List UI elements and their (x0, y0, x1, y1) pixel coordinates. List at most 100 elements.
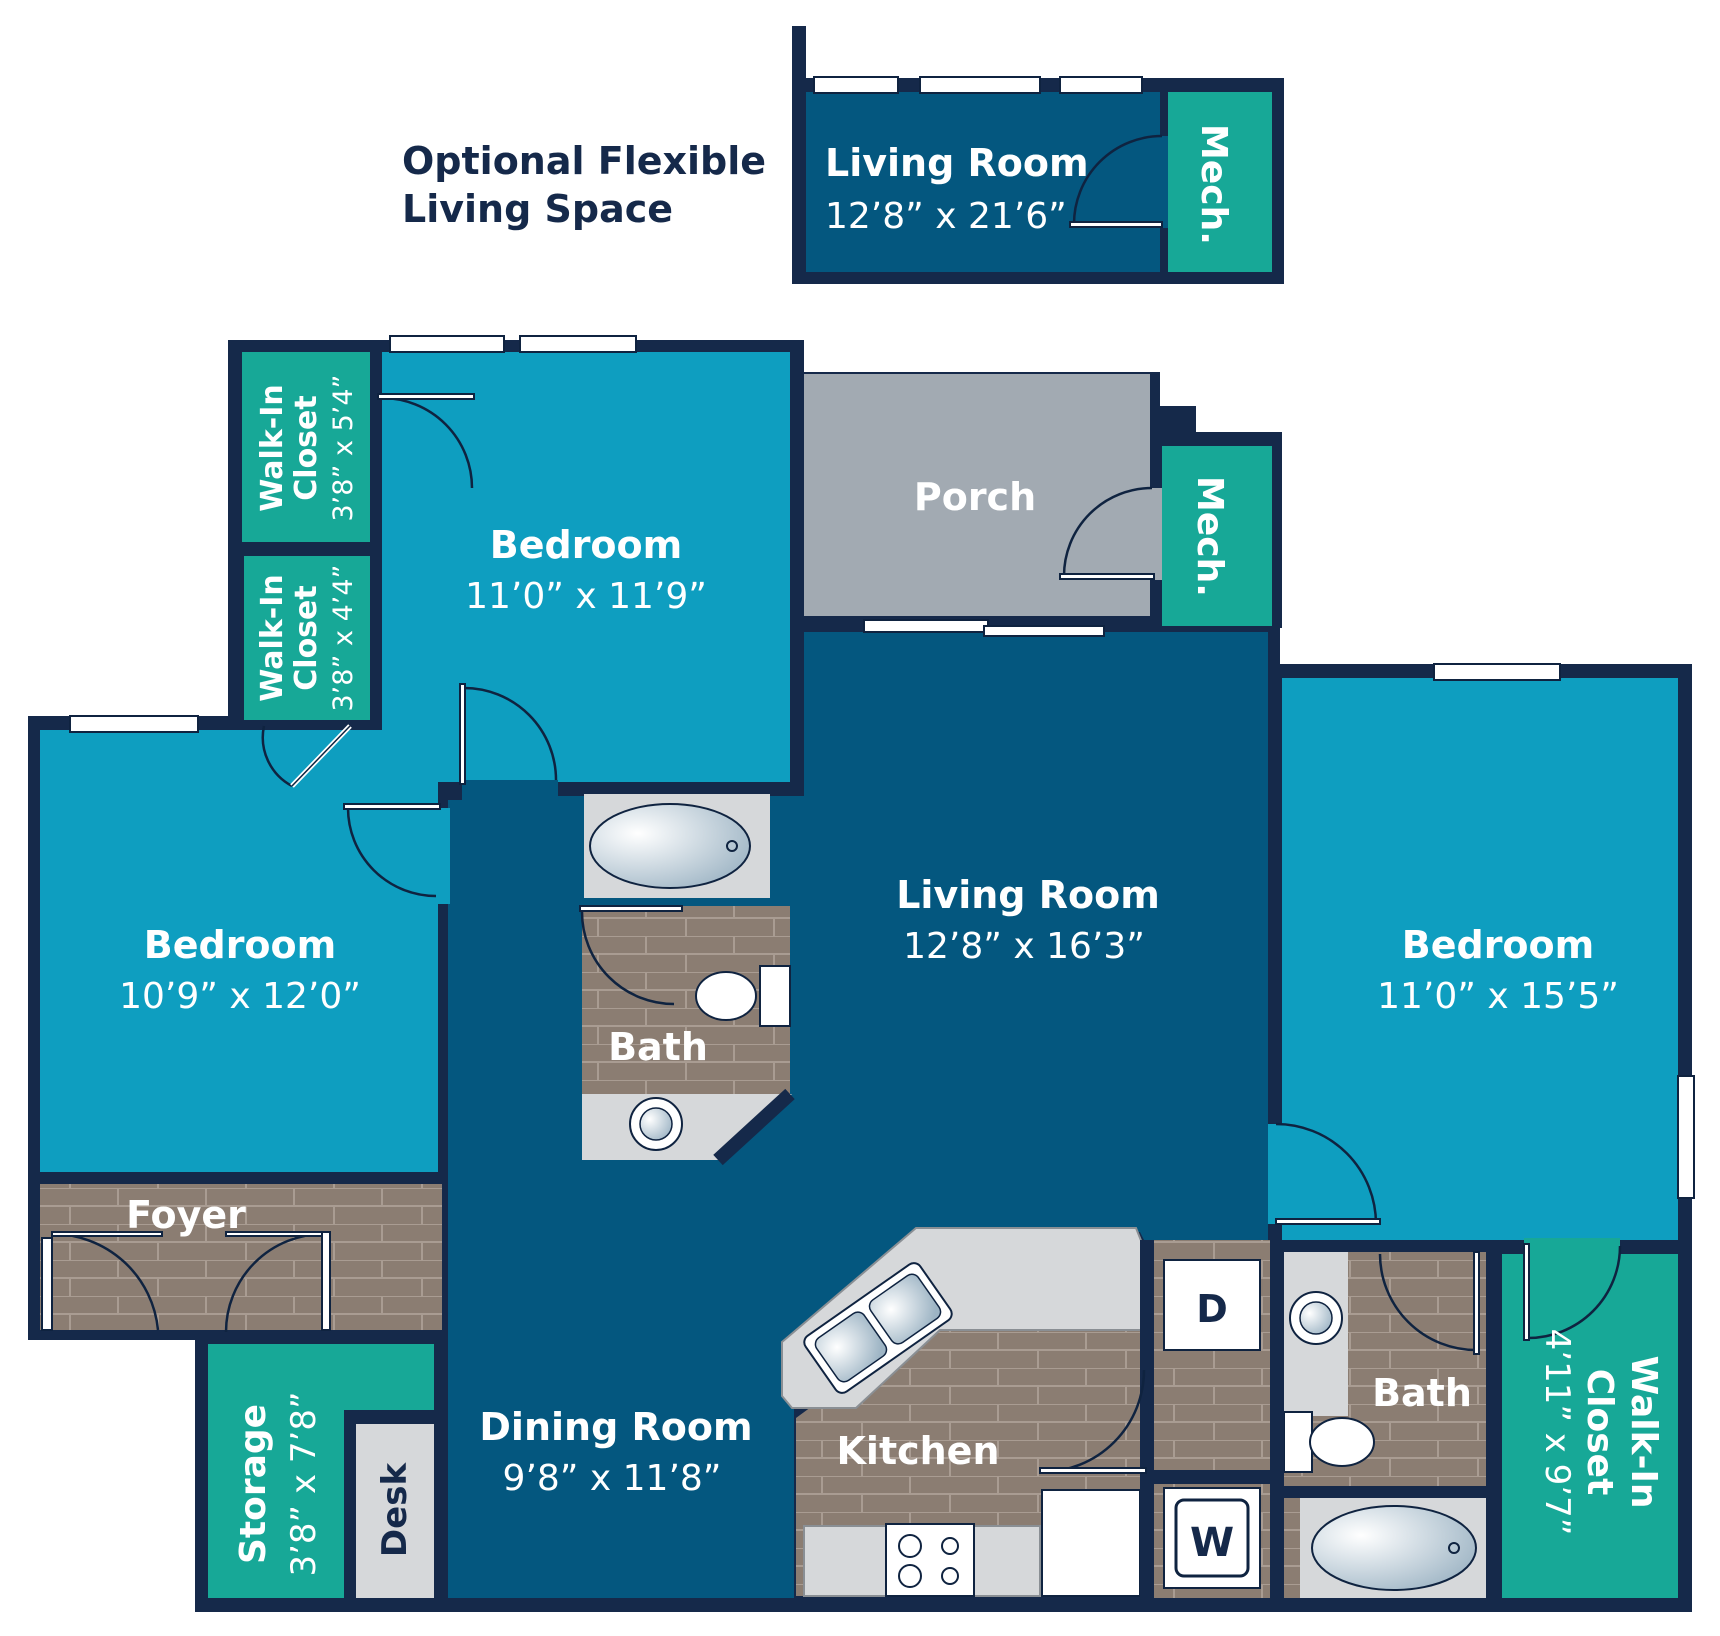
bedroom-right-dims: 11’0” x 15’5” (1377, 976, 1619, 1017)
door-swing (346, 807, 437, 898)
bedroom-left-label: Bedroom (144, 923, 337, 967)
dining-label: Dining Room (479, 1405, 752, 1449)
toilet-icon (695, 971, 757, 1021)
closet-mid-label-line1: Walk-In (255, 574, 290, 701)
kitchen-label: Kitchen (836, 1429, 999, 1473)
living-label: Living Room (896, 873, 1160, 917)
dining-dims: 9’8” x 11’8” (503, 1458, 722, 1499)
closet-mid-label-line2: Closet (289, 585, 324, 690)
flex-living-label: Living Room (825, 141, 1089, 185)
window (389, 335, 505, 353)
door-panel (459, 683, 466, 785)
storage-label: Storage (233, 1404, 274, 1564)
bathtub (1311, 1505, 1477, 1591)
flex-door-opening (1160, 136, 1168, 228)
stove-icon (885, 1523, 975, 1597)
desk-area (356, 1424, 434, 1598)
bedroom-left-dims: 10’9” x 12’0” (119, 976, 361, 1017)
door-panel (579, 905, 683, 912)
bedroom-top-room (382, 352, 790, 782)
door-panel-outline (291, 725, 351, 787)
bath-right-wall-right (1486, 1240, 1500, 1612)
closet-door-panel (321, 1231, 331, 1331)
closet-right-door-opening (1524, 1238, 1620, 1256)
door-swing (1072, 134, 1163, 225)
bedroom-right-door-opening (1268, 1124, 1284, 1224)
door-panel (343, 803, 441, 810)
flex-living-dims: 12’8” x 21’6” (825, 196, 1067, 237)
living-dims: 12’8” x 16’3” (903, 926, 1145, 967)
door-panel (1059, 573, 1155, 580)
angled-wall (713, 1088, 795, 1166)
sink-basin (639, 1107, 673, 1141)
dryer-icon (1163, 1259, 1261, 1351)
door-panel (1069, 221, 1163, 228)
window (69, 715, 199, 733)
bath-center-label: Bath (608, 1025, 708, 1069)
bath-right-label: Bath (1372, 1371, 1472, 1415)
burner (941, 1537, 959, 1555)
tub-drain (1448, 1542, 1460, 1554)
burner (898, 1564, 922, 1588)
sliding-door (983, 625, 1105, 637)
window (1677, 1075, 1695, 1199)
closet-mid-room (244, 556, 370, 720)
closet-top-label-line1: Walk-In (255, 384, 290, 511)
closet-top-dims: 3’8” x 5’4” (328, 375, 359, 522)
burner (898, 1534, 922, 1558)
bathtub (589, 803, 751, 889)
fridge-icon (1041, 1489, 1141, 1597)
porch-label: Porch (914, 475, 1036, 519)
mech-door-opening (1150, 488, 1162, 580)
bedroom-top-dims: 11’0” x 11’9” (465, 576, 707, 617)
optional-heading-line2: Living Space (402, 187, 673, 231)
laundry-wall (1154, 1470, 1280, 1484)
foyer-wall (28, 1184, 40, 1330)
closet-right-label-line1: Walk-In (1623, 1356, 1664, 1509)
door-swing (1275, 1122, 1378, 1225)
foyer-label: Foyer (126, 1193, 246, 1237)
laundry-wall (1140, 1240, 1154, 1612)
bath-center-area (579, 794, 795, 1166)
entry-door-panel (41, 1237, 53, 1331)
kitchen-area (781, 1227, 1145, 1597)
window (919, 76, 1041, 94)
door-panel (1039, 1467, 1147, 1474)
closet-mid-dims: 3’8” x 4’4” (328, 565, 359, 712)
optional-flex-space: Optional Flexible Living Space Living Ro… (402, 26, 1284, 284)
toilet-icon (1309, 1417, 1375, 1467)
closet-top-room (242, 352, 370, 542)
burner (941, 1567, 959, 1585)
door-panel (1523, 1243, 1530, 1341)
bath-right-area (1283, 1251, 1486, 1598)
sink-basin (1299, 1301, 1333, 1335)
door-swing (1378, 1253, 1477, 1352)
washer-badge (1174, 1498, 1250, 1578)
flex-mech-room (1168, 92, 1272, 272)
mech-room (1162, 446, 1272, 626)
sliding-door (863, 619, 989, 633)
door-swing (261, 725, 293, 788)
closet-right-dims: 4’11” x 9’7” (1537, 1329, 1577, 1536)
window (519, 335, 637, 353)
bedroom-right-label: Bedroom (1402, 923, 1595, 967)
washer-label: W (1190, 1520, 1234, 1566)
foyer-floor (40, 1184, 442, 1330)
door-panel (51, 1231, 163, 1237)
flex-living-room (806, 92, 1160, 272)
optional-heading-line1: Optional Flexible (402, 139, 766, 183)
mech-label: Mech. (1189, 476, 1230, 597)
door-swing (1527, 1245, 1622, 1340)
room-labels: Walk-In Closet 3’8” x 5’4” Walk-In Close… (119, 375, 1664, 1577)
storage-dims: 3’8” x 7’8” (284, 1391, 324, 1576)
door-panel (377, 393, 475, 400)
toilet-tank (759, 965, 791, 1027)
storage-room (208, 1344, 434, 1598)
double-sink-icon (803, 1262, 953, 1394)
bedroom-top-label: Bedroom (490, 523, 683, 567)
door-swing (463, 686, 558, 781)
desk-label: Desk (375, 1462, 415, 1558)
tub-drain (726, 840, 738, 852)
door-panel (1275, 1218, 1381, 1225)
flex-mech-label: Mech. (1193, 124, 1234, 245)
